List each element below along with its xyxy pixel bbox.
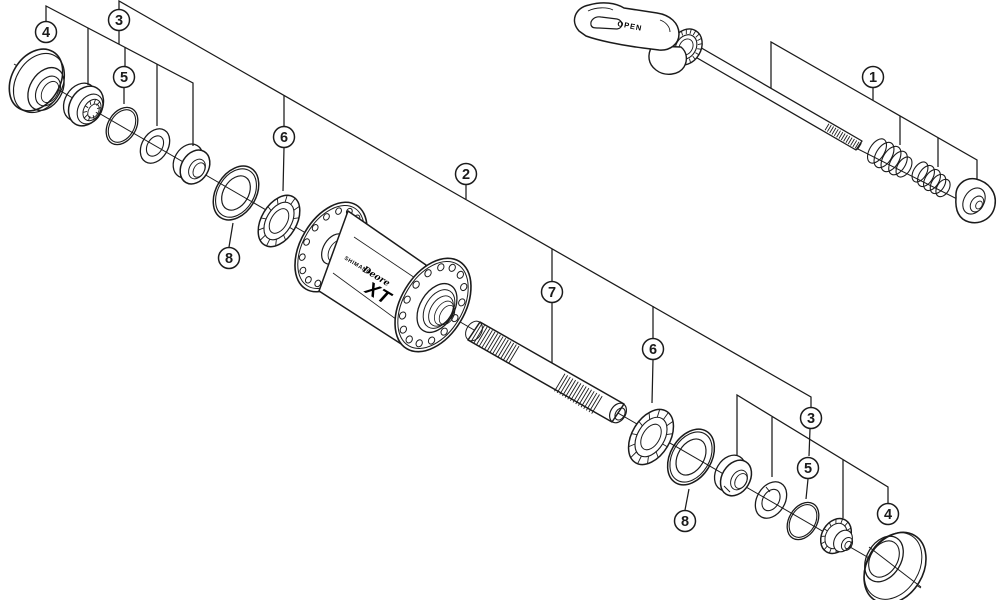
end-cap-right	[863, 531, 927, 600]
bearing-retainer-right	[627, 408, 675, 466]
leader-ticks-quick-release	[872, 88, 939, 167]
callout-bubbles: 4 3 5 6 8 2 7 6 3 5 8 4 1	[34, 8, 900, 533]
quick-release-lever	[573, 2, 688, 75]
seal-ring-left	[105, 106, 139, 146]
leader-bracket-top-left	[45, 4, 194, 146]
washer-right	[754, 481, 788, 519]
callout-number: 4	[884, 507, 892, 523]
lock-nut-right	[713, 454, 753, 497]
callout-4-left: 4	[34, 20, 58, 44]
callout-3-left: 3	[107, 8, 131, 32]
dust-seal-right	[666, 428, 716, 486]
dust-seal-left	[212, 165, 260, 221]
end-cap-left	[8, 48, 66, 114]
callout-number: 3	[807, 411, 815, 427]
callout-number: 5	[120, 70, 128, 86]
hub-axle	[465, 320, 628, 424]
axis-quick-release	[853, 146, 974, 208]
callout-number: 7	[548, 285, 556, 301]
callout-6-right: 6	[641, 337, 665, 361]
quick-release-end-nut	[955, 177, 997, 224]
callout-number: 3	[115, 13, 123, 29]
callout-number: 4	[42, 25, 50, 41]
bearing-retainer-left	[257, 194, 301, 248]
explosion-axis-lines	[13, 63, 974, 589]
callout-number: 8	[681, 514, 689, 530]
seal-ring-right	[786, 501, 820, 541]
leader-ticks-top-left	[87, 28, 158, 126]
hub-shell	[294, 201, 472, 353]
callout-1-quick-release: 1	[861, 65, 885, 89]
callout-7-axle: 7	[540, 280, 564, 304]
callout-number: 8	[225, 251, 233, 267]
callout-number: 6	[280, 130, 288, 146]
callout-8-left: 8	[217, 246, 241, 270]
quick-release-springs	[866, 138, 951, 198]
callout-6-left: 6	[272, 125, 296, 149]
callout-leader-lines	[45, 0, 978, 518]
callout-number: 1	[869, 70, 877, 86]
quick-release-rod	[691, 45, 863, 151]
callout-5-left: 5	[112, 65, 136, 89]
callout-5-right: 5	[796, 456, 820, 480]
callout-number: 6	[649, 342, 657, 358]
leader-spine-stems	[282, 95, 654, 404]
washer-left	[139, 128, 171, 164]
serrated-cone-nut-right	[819, 517, 854, 555]
leader-dust-seal-left	[228, 222, 234, 248]
lock-nut-left	[172, 143, 211, 185]
callout-number: 5	[804, 461, 812, 477]
callout-number: 2	[462, 167, 470, 183]
leader-ticks-bottom-right	[771, 417, 844, 518]
cone-nut-left	[62, 82, 105, 127]
leader-main-spine	[118, 0, 812, 407]
leader-dust-seal-right	[684, 488, 690, 511]
callout-4-right: 4	[876, 502, 900, 526]
leader-bracket-bottom-right	[736, 393, 889, 503]
callout-3-right: 3	[799, 406, 823, 430]
callout-8-right: 8	[673, 509, 697, 533]
callout-2-hub-shell: 2	[454, 162, 478, 186]
leader-bracket-quick-release	[770, 40, 978, 179]
hub-parts	[8, 2, 997, 600]
